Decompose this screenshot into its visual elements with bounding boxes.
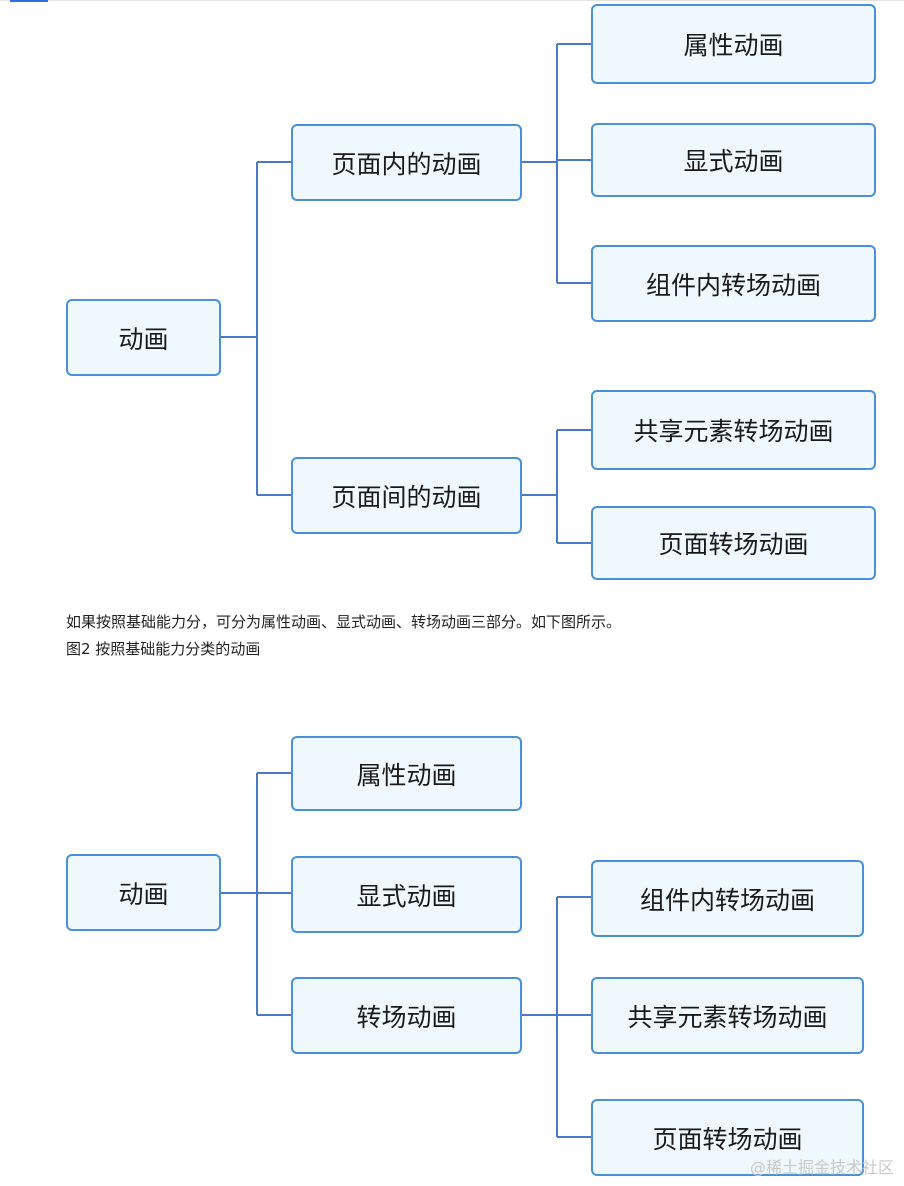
d2-node-shared-element-transition: 共享元素转场动画 <box>591 977 864 1054</box>
watermark: @稀土掘金技术社区 <box>749 1158 894 1177</box>
figure-title: 图2 按照基础能力分类的动画 <box>66 640 261 658</box>
top-divider <box>0 0 904 1</box>
d2-node-transition-animation: 转场动画 <box>291 977 522 1054</box>
d2-node-page-transition: 页面转场动画 <box>591 1099 864 1176</box>
d1-node-inner-page: 页面内的动画 <box>291 124 522 201</box>
d1-node-shared-element-transition: 共享元素转场动画 <box>591 390 876 470</box>
caption-text: 如果按照基础能力分，可分为属性动画、显式动画、转场动画三部分。如下图所示。 <box>66 613 622 631</box>
d2-node-property-animation: 属性动画 <box>291 736 522 811</box>
d1-node-page-transition: 页面转场动画 <box>591 506 876 580</box>
d2-node-explicit-animation: 显式动画 <box>291 856 522 933</box>
top-accent-mark <box>10 0 48 2</box>
d1-node-between-pages: 页面间的动画 <box>291 457 522 534</box>
d2-node-component-transition: 组件内转场动画 <box>591 860 864 937</box>
d1-node-explicit-animation: 显式动画 <box>591 123 876 197</box>
d2-node-root: 动画 <box>66 854 221 931</box>
d1-node-component-transition: 组件内转场动画 <box>591 245 876 322</box>
d1-node-root: 动画 <box>66 299 221 376</box>
d1-node-property-animation: 属性动画 <box>591 4 876 84</box>
